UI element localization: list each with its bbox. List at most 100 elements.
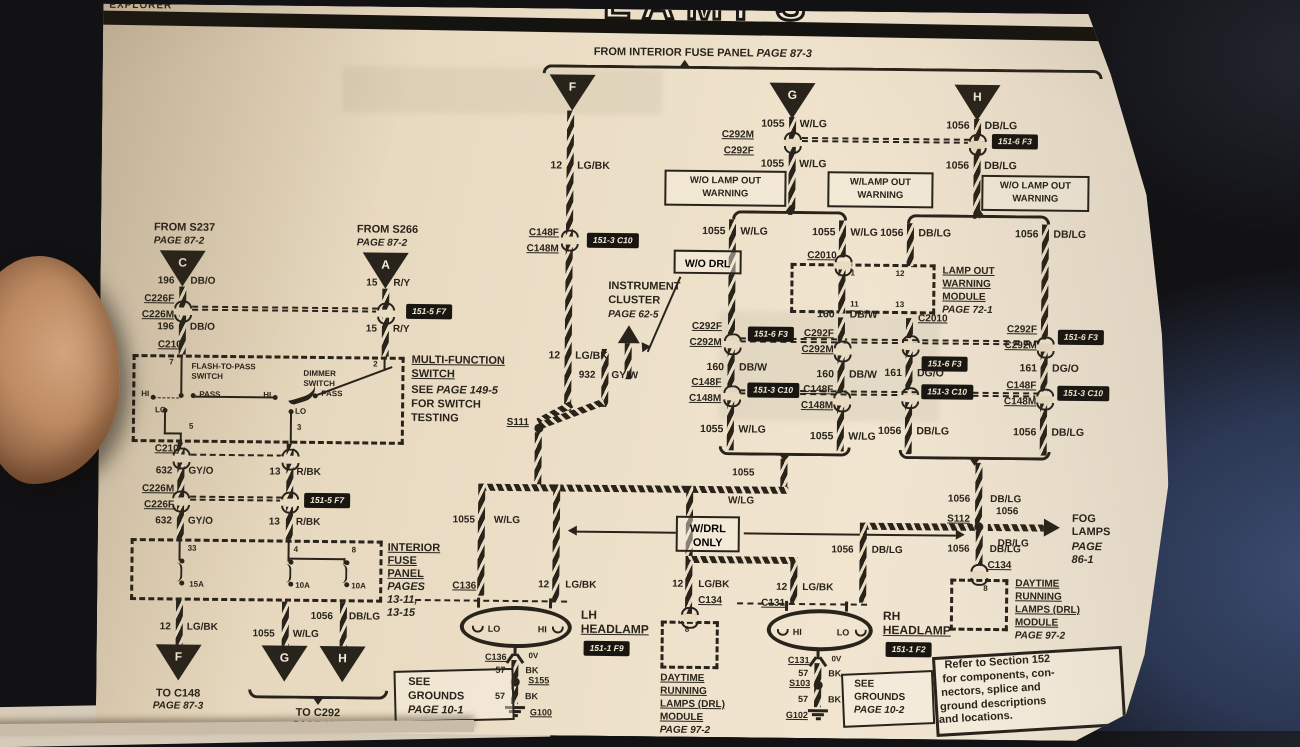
- triangle-letter: G: [787, 87, 798, 102]
- merge-brace-1056: [899, 450, 1051, 461]
- wire: [477, 484, 485, 596]
- color-label: R/BK: [295, 516, 321, 528]
- fuse-rating: 15A: [189, 579, 204, 589]
- switch-position: PASS: [321, 388, 343, 399]
- connector-label: C292F: [803, 328, 834, 340]
- fuse-rating: 10A: [351, 581, 366, 591]
- pointer-line: [576, 531, 676, 534]
- color-label: W/LG: [493, 514, 521, 527]
- connector-label: C148M: [800, 400, 834, 412]
- option-box-wo-drl: W/O DRL: [674, 250, 742, 275]
- component-label: LH: [580, 607, 598, 622]
- component-label: HEADLAMP: [882, 622, 951, 638]
- destination-label: LAMPS: [1071, 525, 1111, 539]
- pin-label: 4: [293, 544, 299, 554]
- color-label: R/BK: [296, 466, 321, 478]
- switch-line: [164, 412, 166, 434]
- page-ref-tag: 151-5 F7: [406, 304, 452, 319]
- wire: [282, 602, 289, 646]
- terminal: [477, 598, 480, 608]
- contact-dot: [191, 393, 196, 398]
- connector-break: [900, 394, 918, 402]
- pin-label: 1: [850, 268, 856, 278]
- feed-text: FROM INTERIOR FUSE PANEL: [593, 45, 754, 60]
- gauge-label: 57: [798, 668, 809, 679]
- note-text: SEE: [411, 383, 434, 397]
- panel-line: [178, 539, 180, 561]
- color-label: LG/BK: [565, 579, 597, 591]
- connector-label: C131: [761, 597, 786, 609]
- color-label: GY/O: [188, 465, 214, 477]
- wire: [975, 531, 982, 565]
- connector-dashed-link: [191, 454, 283, 457]
- option-text: W/DRL: [689, 522, 726, 536]
- component-label: INTERIOR: [387, 541, 441, 555]
- switch-line: [180, 355, 182, 395]
- filament-icon: [777, 629, 789, 636]
- note-text: GROUNDS: [408, 689, 465, 703]
- color-label: W/LG: [799, 157, 827, 171]
- switch-label: SWITCH: [191, 371, 224, 381]
- option-text: W/O LAMP OUT: [999, 180, 1072, 192]
- connector-label: C134: [698, 594, 723, 607]
- gauge-label: 12: [548, 349, 561, 362]
- gauge-label: 161: [884, 366, 903, 380]
- filament-icon: [855, 630, 867, 637]
- pointer-arrowhead-icon: [956, 530, 965, 540]
- component-note: TESTING: [410, 411, 459, 425]
- connector-break: [833, 347, 851, 355]
- pin-label: 5: [188, 421, 194, 431]
- component-label: RUNNING: [660, 685, 707, 698]
- connector-label: C148F: [691, 376, 722, 389]
- page-ref-tag: 151-3 C10: [747, 382, 799, 397]
- gauge-label: 12: [672, 578, 684, 590]
- pin-label: 2: [373, 359, 378, 369]
- component-label: MODULE: [659, 711, 704, 724]
- ground-label: G100: [529, 707, 553, 718]
- splice-dot: [534, 424, 543, 433]
- color-label: R/Y: [393, 277, 411, 289]
- pointer-arrowhead-icon: [568, 526, 577, 536]
- color-label: DB/O: [190, 275, 216, 287]
- merge-brace-c292: [248, 689, 388, 699]
- feed-page: PAGE 87-3: [756, 47, 812, 61]
- connector-break: [280, 499, 298, 507]
- color-label: DG/O: [916, 367, 944, 380]
- connector-label: C148M: [526, 243, 559, 255]
- gauge-label: 1055: [812, 226, 836, 239]
- color-label: BK: [828, 668, 842, 679]
- page-ref-tag: 151-6 F3: [748, 326, 794, 341]
- connector-break: [969, 571, 987, 579]
- connector-break: [968, 141, 986, 149]
- connector-label: C148M: [1003, 396, 1037, 408]
- option-text: ONLY: [692, 537, 723, 550]
- option-text: WARNING: [1012, 193, 1059, 205]
- connector-label: C210: [154, 443, 179, 455]
- pin-label: 8: [351, 545, 357, 555]
- component-label: RUNNING: [1015, 591, 1062, 603]
- page-ref-tag: 151-3 C10: [587, 233, 639, 248]
- triangle-letter: C: [178, 255, 188, 270]
- switch-line: [180, 433, 182, 443]
- lamp-out-warning-module-box: [790, 263, 936, 315]
- pointer-line: [744, 532, 956, 536]
- connector-label: C292M: [689, 336, 722, 349]
- destination-page: 86-1: [1071, 553, 1094, 567]
- splice-label: S155: [528, 675, 550, 686]
- connector-label: C136: [484, 651, 507, 662]
- gauge-label: 13: [268, 516, 280, 528]
- wire: [552, 484, 560, 602]
- connector-break: [832, 397, 850, 405]
- gauge-label: 632: [155, 465, 173, 477]
- switch-position: HI: [141, 389, 150, 399]
- filament-label: LO: [836, 627, 850, 638]
- color-label: DB/LG: [916, 425, 950, 438]
- connector-label: C226M: [141, 309, 175, 321]
- component-page: PAGE 97-2: [1014, 630, 1066, 642]
- connector-plane-c136: [415, 599, 567, 603]
- connector-label: C131: [787, 654, 810, 666]
- switch-position: HI: [263, 390, 272, 400]
- wire: [1041, 225, 1049, 340]
